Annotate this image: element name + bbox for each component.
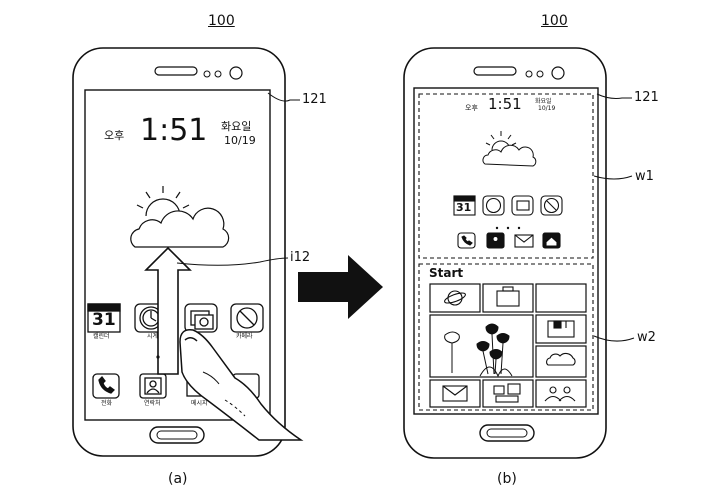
window-w1 (418, 93, 594, 259)
phone-b-screen (413, 87, 599, 415)
tile-contacts[interactable] (535, 379, 587, 408)
phone-icon[interactable] (457, 232, 476, 249)
app-row-top-b (453, 195, 563, 216)
app-label-phone: 전화 (101, 400, 113, 407)
page-indicator (495, 226, 521, 230)
leader-i12 (176, 257, 289, 266)
tile-store[interactable] (482, 283, 534, 313)
figure-number-a: 100 (208, 13, 235, 29)
app-label-calendar: 캘린더 (93, 333, 110, 340)
sensor-dot (525, 70, 533, 78)
weather-icon-b (482, 131, 537, 167)
figure-number-b: 100 (541, 13, 568, 29)
mail-icon (442, 385, 468, 402)
home-button[interactable] (149, 426, 205, 444)
ref-121-b: 121 (634, 90, 659, 105)
clock-icon[interactable] (482, 195, 505, 216)
window-w2 (418, 263, 594, 411)
calendar-glyph-b: 31 (456, 201, 472, 214)
phone-icon[interactable] (92, 373, 120, 399)
sensor-dot (203, 70, 211, 78)
tile-mail[interactable] (429, 379, 481, 408)
leader-121-b (596, 93, 632, 99)
lock-date-b: 10/19 (538, 105, 556, 112)
contacts-tile-icon (544, 386, 576, 402)
app-label-clock: 시계 (147, 333, 159, 340)
phone-a-screen (84, 89, 271, 421)
lock-ampm-a: 오후 (104, 129, 125, 142)
gallery-icon[interactable] (184, 303, 218, 333)
phone-b (403, 47, 607, 459)
panel-label-b: (b) (497, 471, 517, 487)
leader-w2 (593, 335, 635, 342)
leader-121-a (267, 92, 300, 102)
speaker-grille (473, 66, 517, 76)
finger-illustration (179, 329, 304, 441)
lock-time-b: 1:51 (488, 95, 522, 113)
tile-blank[interactable] (535, 283, 587, 313)
lock-weekday-b: 화요일 (535, 98, 552, 105)
ref-w1: w1 (635, 169, 654, 184)
speaker-grille (154, 66, 198, 76)
swipe-up-arrow (144, 246, 192, 375)
lock-ampm-b: 오후 (465, 104, 478, 112)
calendar-glyph: 31 (92, 310, 116, 330)
tile-weather[interactable] (535, 345, 587, 378)
ref-w2: w2 (637, 330, 656, 345)
app-label-message: 메시지 (191, 400, 208, 407)
calendar-icon[interactable] (87, 303, 121, 333)
cloud-icon (546, 352, 576, 366)
app-row-bottom-b (457, 232, 561, 249)
tulip-photo (444, 323, 513, 378)
gallery-icon[interactable] (511, 195, 534, 216)
leader-w1 (593, 175, 633, 180)
calendar-icon[interactable] (453, 195, 476, 216)
phone-a (72, 47, 286, 457)
tile-glyphs (442, 286, 576, 403)
front-camera (551, 66, 565, 80)
camera-icon[interactable] (230, 303, 264, 333)
phone-a-body (72, 47, 286, 457)
lock-date-a: 10/19 (224, 134, 256, 147)
sensor-dot (536, 70, 544, 78)
app-label-contacts: 연락처 (144, 400, 161, 407)
app-label-camera: 카메라 (236, 333, 253, 340)
contacts-icon[interactable] (486, 232, 505, 249)
contacts-icon[interactable] (139, 373, 167, 399)
start-label: Start (429, 266, 464, 280)
dot (156, 355, 160, 359)
transition-arrow (298, 255, 383, 319)
calendar-tile-icon (547, 320, 575, 338)
people-icon (493, 383, 521, 403)
tile-calendar[interactable] (535, 314, 587, 344)
tile-browser[interactable] (429, 283, 481, 313)
panel-label-a: (a) (168, 471, 188, 487)
sensor-dot (214, 70, 222, 78)
lock-time-a: 1:51 (140, 113, 208, 148)
ref-121-a: 121 (302, 92, 327, 107)
ref-i12: i12 (290, 250, 311, 265)
weather-icon (130, 186, 230, 248)
phone-b-body (403, 47, 607, 459)
message-icon[interactable] (514, 234, 534, 248)
browser-icon (444, 290, 466, 306)
home-button[interactable] (479, 424, 535, 442)
store-icon (496, 286, 520, 307)
camera-icon[interactable] (540, 195, 563, 216)
front-camera (229, 66, 243, 80)
lock-weekday-a: 화요일 (221, 120, 252, 133)
home-icon[interactable] (542, 232, 561, 249)
